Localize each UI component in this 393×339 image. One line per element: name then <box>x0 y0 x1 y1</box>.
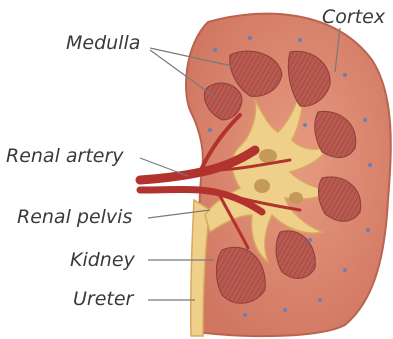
label-renal-pelvis: Renal pelvis <box>17 208 132 227</box>
label-medulla: Medulla <box>66 34 140 53</box>
label-kidney: Kidney <box>70 251 135 270</box>
artery-leader-line <box>140 158 188 176</box>
label-renal-artery: Renal artery <box>6 147 124 166</box>
label-cortex: Cortex <box>322 8 385 27</box>
label-ureter: Ureter <box>73 290 133 309</box>
